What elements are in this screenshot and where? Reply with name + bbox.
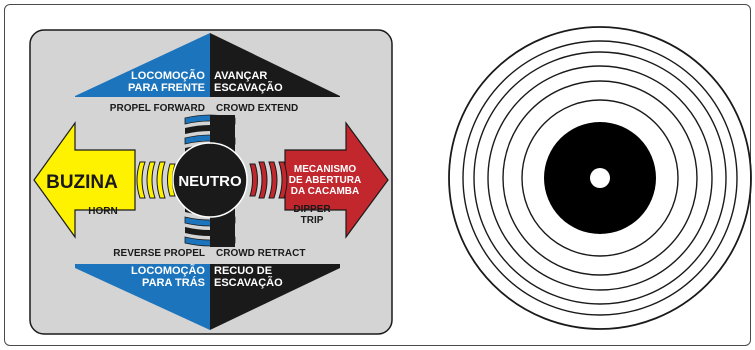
crowd-extend-en: CROWD EXTEND — [216, 103, 298, 114]
crowd-retract-pt-line1: RECUO DE — [214, 265, 272, 277]
dial-ring-1 — [448, 26, 752, 330]
propel-forward-pt-line2: PARA FRENTE — [128, 82, 205, 94]
dial-ring-2 — [462, 40, 738, 316]
crowd-extend-pt-line2: ESCAVAÇÃO — [214, 81, 283, 94]
reverse-propel-en: REVERSE PROPEL — [113, 248, 205, 259]
dial-center-hole — [590, 168, 610, 188]
crowd-retract-pt-line2: ESCAVAÇÃO — [214, 276, 283, 289]
horn-en-label: HORN — [88, 206, 117, 217]
dial-ring-4 — [487, 65, 713, 291]
neutral-circle — [172, 142, 248, 218]
propel-forward-en: PROPEL FORWARD — [110, 103, 205, 114]
dipper-trip-pt-line1: MECANISMO — [294, 164, 356, 175]
dial-ring-5 — [502, 80, 698, 276]
neutral-label: NEUTRO — [178, 173, 242, 190]
dial-ring-6 — [521, 99, 679, 257]
dial-ring-3 — [473, 51, 727, 305]
dipper-trip-en-line2: TRIP — [301, 215, 324, 226]
horn-pt-label: BUZINA — [46, 172, 118, 193]
crowd-retract-en: CROWD RETRACT — [216, 248, 305, 259]
joystick-function-decal: NEUTRO LOCOMOÇÃO PARA FRENTE PROPEL FORW… — [29, 29, 393, 335]
crowd-extend-pt-line1: AVANÇAR — [214, 70, 267, 82]
dipper-trip-en-line1: DIPPER — [293, 204, 331, 215]
reverse-propel-pt-line2: PARA TRÁS — [142, 276, 205, 289]
reverse-propel-pt-line1: LOCOMOÇÃO — [131, 264, 205, 277]
dipper-trip-arrow-stripes — [249, 161, 288, 199]
dipper-trip-pt-line3: DA CACAMBA — [291, 186, 360, 197]
propel-forward-pt-line1: LOCOMOÇÃO — [131, 69, 205, 82]
dipper-trip-pt-line2: DE ABERTURA — [289, 175, 361, 186]
horn-arrow — [33, 121, 136, 239]
concentric-ring-dial — [448, 26, 752, 330]
